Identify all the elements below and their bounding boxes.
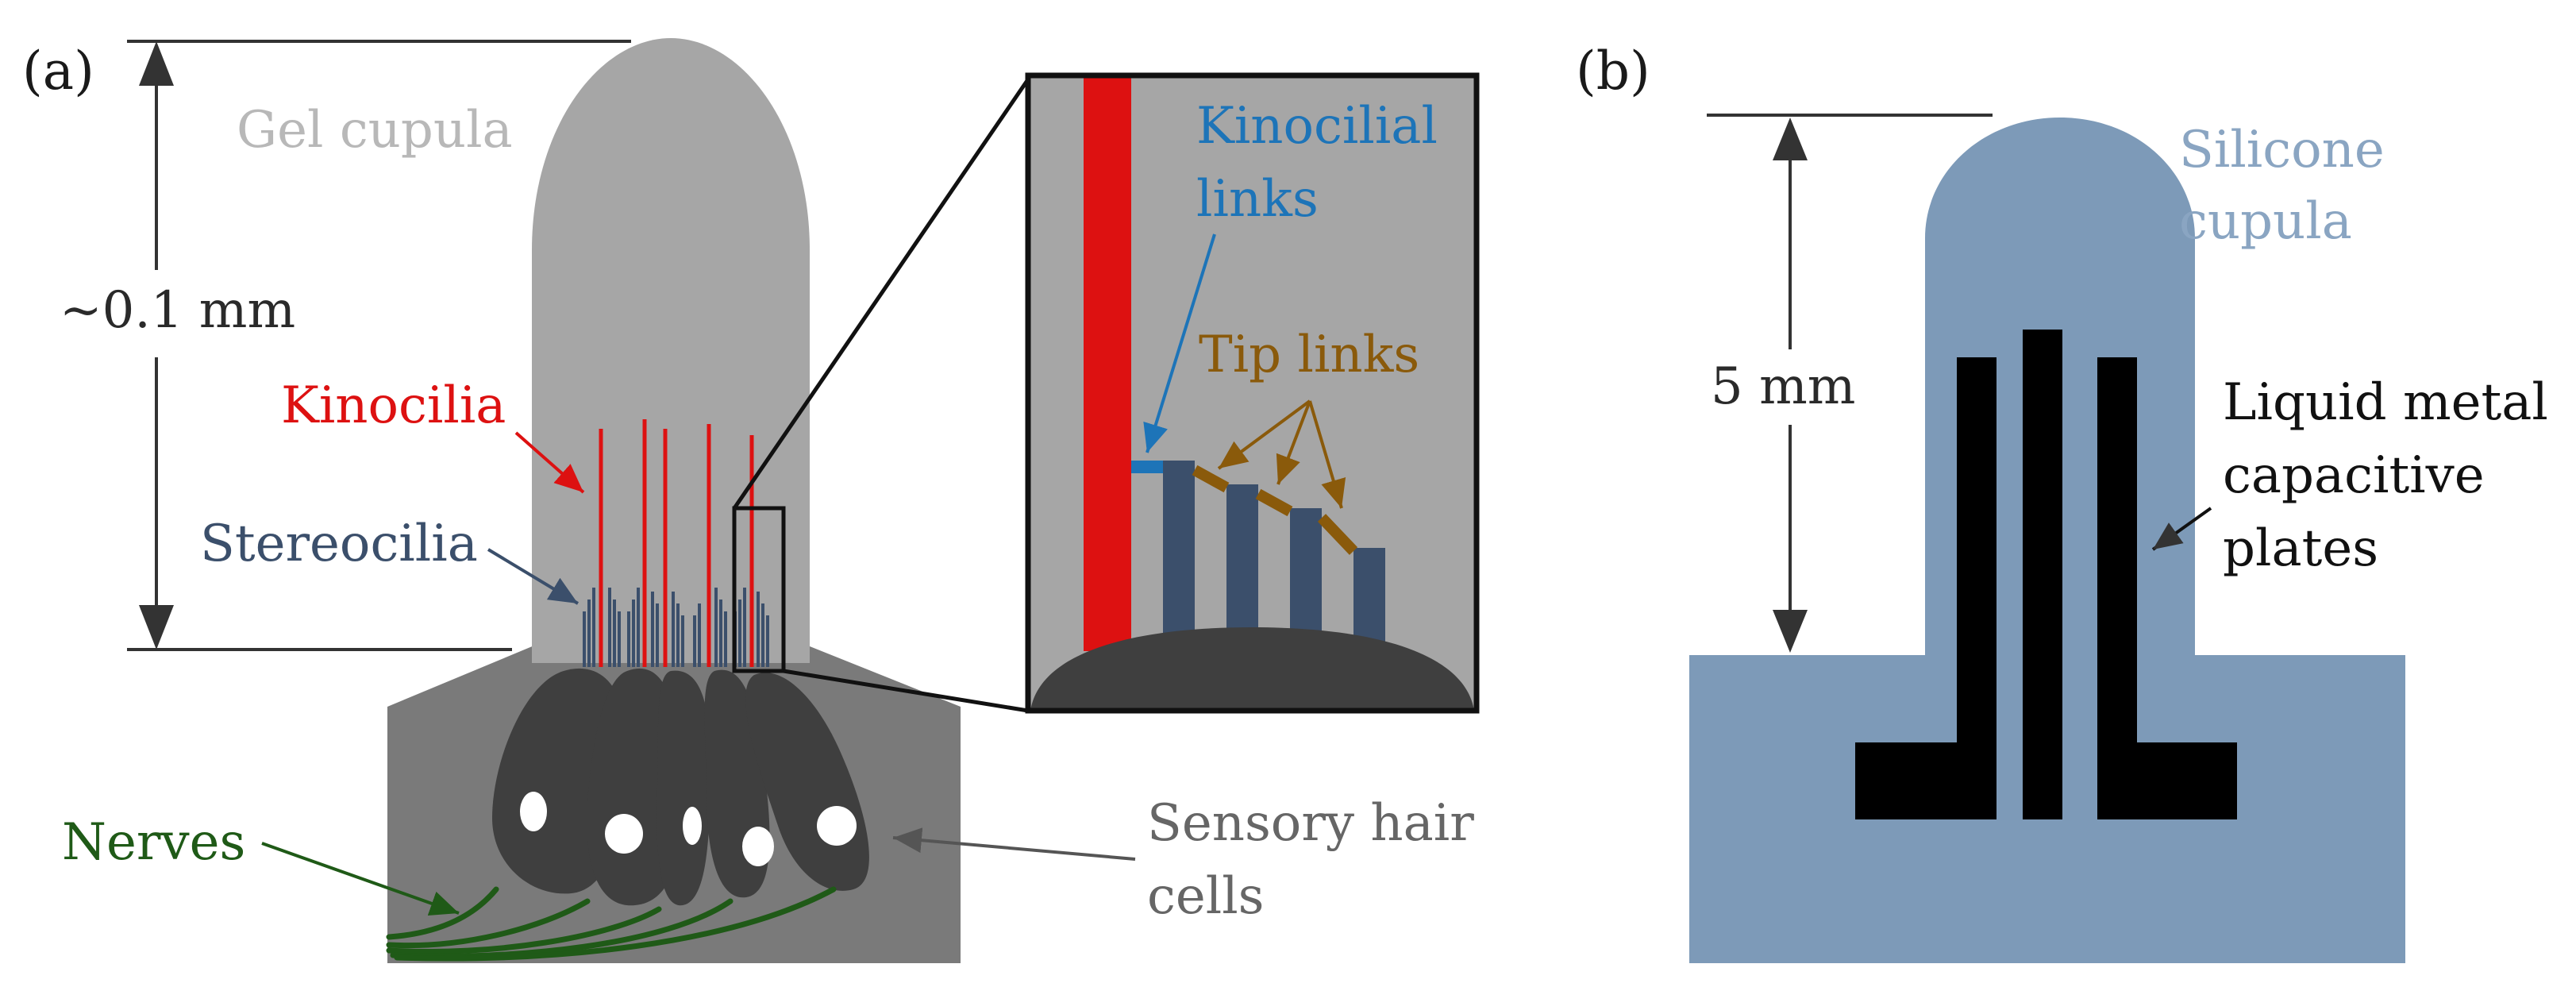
liquid-metal-arrow bbox=[2151, 507, 2212, 551]
gel-cupula bbox=[532, 38, 810, 663]
kinocilia-label: Kinocilia bbox=[281, 376, 506, 435]
inset-frame bbox=[1025, 72, 1480, 714]
hair-cell-nuclei bbox=[520, 792, 857, 866]
liquid-metal-plates bbox=[1855, 330, 2237, 819]
nucleus-2 bbox=[605, 814, 643, 854]
nerve-2 bbox=[386, 898, 591, 949]
gel-cupula-label: Gel cupula bbox=[237, 101, 513, 160]
kinocilia bbox=[599, 419, 754, 667]
nucleus-4 bbox=[742, 827, 774, 866]
panel-a-label: (a) bbox=[22, 40, 94, 102]
panel-a: (a) Gel cupula ~0.1 mm Kinocilia Stereoc… bbox=[22, 38, 1480, 963]
dim-head-bottom bbox=[139, 605, 174, 650]
tip-link-arrow-3 bbox=[1308, 400, 1346, 509]
liquid-label-line2: capacitive bbox=[2223, 446, 2485, 505]
kinocilial-link-arrow bbox=[1143, 233, 1216, 453]
nerve-5 bbox=[394, 886, 837, 962]
sensory-arrow bbox=[892, 827, 1136, 861]
nucleus-1 bbox=[520, 792, 547, 831]
tip-link-2 bbox=[1255, 488, 1293, 517]
dimension-b-label: 5 mm bbox=[1711, 357, 1855, 416]
nucleus-3 bbox=[683, 807, 702, 845]
inset-stereocilium-1 bbox=[1163, 461, 1195, 659]
nerve-3 bbox=[386, 906, 662, 954]
plate-right bbox=[2097, 357, 2237, 819]
nerves-arrow bbox=[261, 842, 460, 916]
tip-link-3 bbox=[1317, 514, 1358, 555]
inset-cell-apex bbox=[1030, 627, 1474, 711]
zoom-line-top bbox=[732, 78, 1030, 510]
kinocilial-label-line2: links bbox=[1196, 170, 1319, 229]
dim-b-head-top bbox=[1773, 118, 1808, 160]
dim-b-head-bottom bbox=[1773, 610, 1808, 653]
stereocilia-label: Stereocilia bbox=[200, 515, 478, 573]
silicone-label-line2: cupula bbox=[2179, 192, 2352, 251]
tip-links-label: Tip links bbox=[1199, 326, 1419, 384]
tip-link-arrow-1 bbox=[1217, 399, 1311, 470]
dim-head-top bbox=[139, 41, 174, 86]
inset bbox=[1025, 72, 1480, 714]
nerve-1 bbox=[386, 886, 499, 940]
zoom-line-bottom bbox=[783, 669, 1029, 713]
sensory-label-line1: Sensory hair bbox=[1147, 794, 1474, 853]
inset-kinocilium bbox=[1084, 75, 1131, 651]
stereocilia-arrow bbox=[487, 548, 580, 605]
hair-cell-3 bbox=[657, 670, 710, 906]
panel-b: (b) Silicone cupula 5 mm Liquid metal ca… bbox=[1576, 40, 2548, 963]
dimension-b bbox=[1707, 114, 1993, 627]
tip-link-arrow-2 bbox=[1276, 400, 1311, 485]
kinocilia-arrow bbox=[514, 431, 585, 494]
tip-link-1 bbox=[1192, 465, 1230, 493]
sensory-label-line2: cells bbox=[1147, 867, 1265, 926]
plate-left bbox=[1855, 357, 1996, 819]
silicone-label-line1: Silicone bbox=[2179, 121, 2385, 179]
panel-b-label: (b) bbox=[1576, 40, 1650, 102]
dimension-a bbox=[127, 40, 631, 651]
zoom-box bbox=[732, 506, 786, 673]
liquid-label-line1: Liquid metal bbox=[2223, 373, 2548, 432]
liquid-label-line3: plates bbox=[2223, 519, 2378, 578]
plate-center bbox=[2023, 330, 2062, 819]
nerves bbox=[386, 886, 837, 962]
nerves-label: Nerves bbox=[62, 813, 245, 872]
nucleus-5 bbox=[817, 806, 857, 846]
dimension-a-label: ~0.1 mm bbox=[60, 281, 295, 340]
kinocilial-label-line1: Kinocilial bbox=[1196, 97, 1438, 156]
